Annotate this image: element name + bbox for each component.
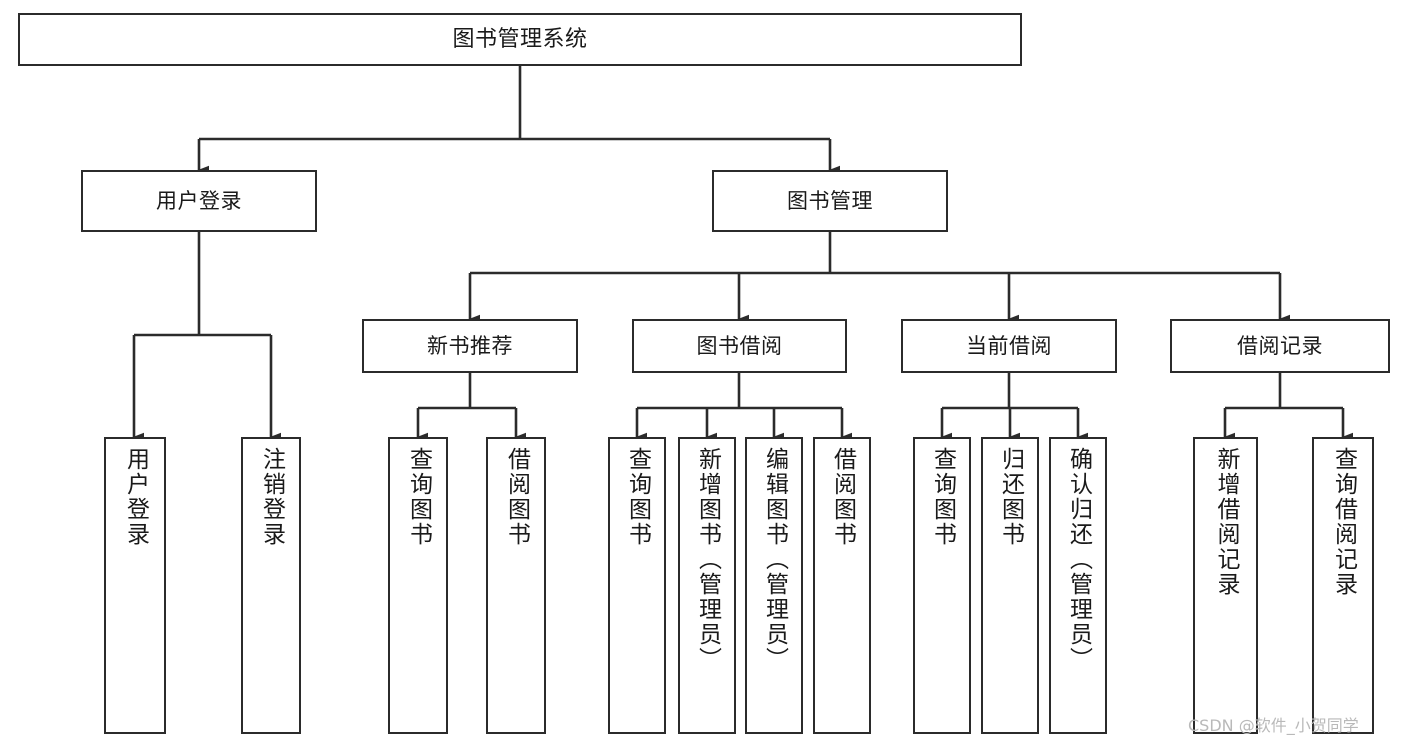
node-label: 图书借阅 bbox=[696, 333, 783, 358]
node-label: 用户登录 bbox=[156, 188, 242, 213]
leaf-node[interactable]: 新增图书（管理员） bbox=[678, 437, 736, 734]
node-label: 借阅图书 bbox=[503, 447, 530, 547]
leaf-node[interactable]: 借阅图书 bbox=[486, 437, 546, 734]
node-book-management[interactable]: 图书管理 bbox=[712, 170, 948, 232]
node-label: 当前借阅 bbox=[966, 333, 1052, 358]
node-borrow-record[interactable]: 借阅记录 bbox=[1170, 319, 1390, 373]
node-label: 查询图书 bbox=[929, 447, 956, 547]
leaf-node[interactable]: 查询图书 bbox=[913, 437, 971, 734]
node-new-book-recommend[interactable]: 新书推荐 bbox=[362, 319, 578, 373]
node-label: 查询图书 bbox=[624, 447, 651, 547]
leaf-node[interactable]: 用户登录 bbox=[104, 437, 166, 734]
leaf-node[interactable]: 查询图书 bbox=[388, 437, 448, 734]
node-label: 编辑图书（管理员） bbox=[761, 447, 788, 672]
node-label: 注销登录 bbox=[258, 447, 285, 547]
leaf-node[interactable]: 归还图书 bbox=[981, 437, 1039, 734]
node-label: 查询图书 bbox=[405, 447, 432, 547]
leaf-node[interactable]: 查询图书 bbox=[608, 437, 666, 734]
node-label: 图书管理系统 bbox=[452, 26, 588, 52]
leaf-node[interactable]: 查询借阅记录 bbox=[1312, 437, 1374, 734]
node-label: 新增借阅记录 bbox=[1213, 447, 1239, 597]
node-current-borrow[interactable]: 当前借阅 bbox=[901, 319, 1117, 373]
leaf-node[interactable]: 注销登录 bbox=[241, 437, 301, 734]
node-label: 新增图书（管理员） bbox=[694, 447, 721, 672]
node-label: 用户登录 bbox=[122, 447, 149, 547]
node-label: 借阅记录 bbox=[1237, 333, 1323, 358]
leaf-node[interactable]: 新增借阅记录 bbox=[1193, 437, 1258, 734]
node-book-borrow[interactable]: 图书借阅 bbox=[632, 319, 847, 373]
node-label: 确认归还（管理员） bbox=[1065, 447, 1092, 672]
leaf-node[interactable]: 借阅图书 bbox=[813, 437, 871, 734]
leaf-node[interactable]: 确认归还（管理员） bbox=[1049, 437, 1107, 734]
node-label: 借阅图书 bbox=[829, 447, 856, 547]
node-label: 新书推荐 bbox=[427, 333, 513, 358]
node-root-book-management-system[interactable]: 图书管理系统 bbox=[18, 13, 1022, 66]
node-label: 查询借阅记录 bbox=[1330, 447, 1357, 597]
watermark-text: CSDN @软件_小贺同学 bbox=[1188, 716, 1359, 735]
node-label: 归还图书 bbox=[997, 447, 1024, 547]
node-user-login[interactable]: 用户登录 bbox=[81, 170, 317, 232]
node-label: 图书管理 bbox=[787, 188, 873, 213]
leaf-node[interactable]: 编辑图书（管理员） bbox=[745, 437, 803, 734]
